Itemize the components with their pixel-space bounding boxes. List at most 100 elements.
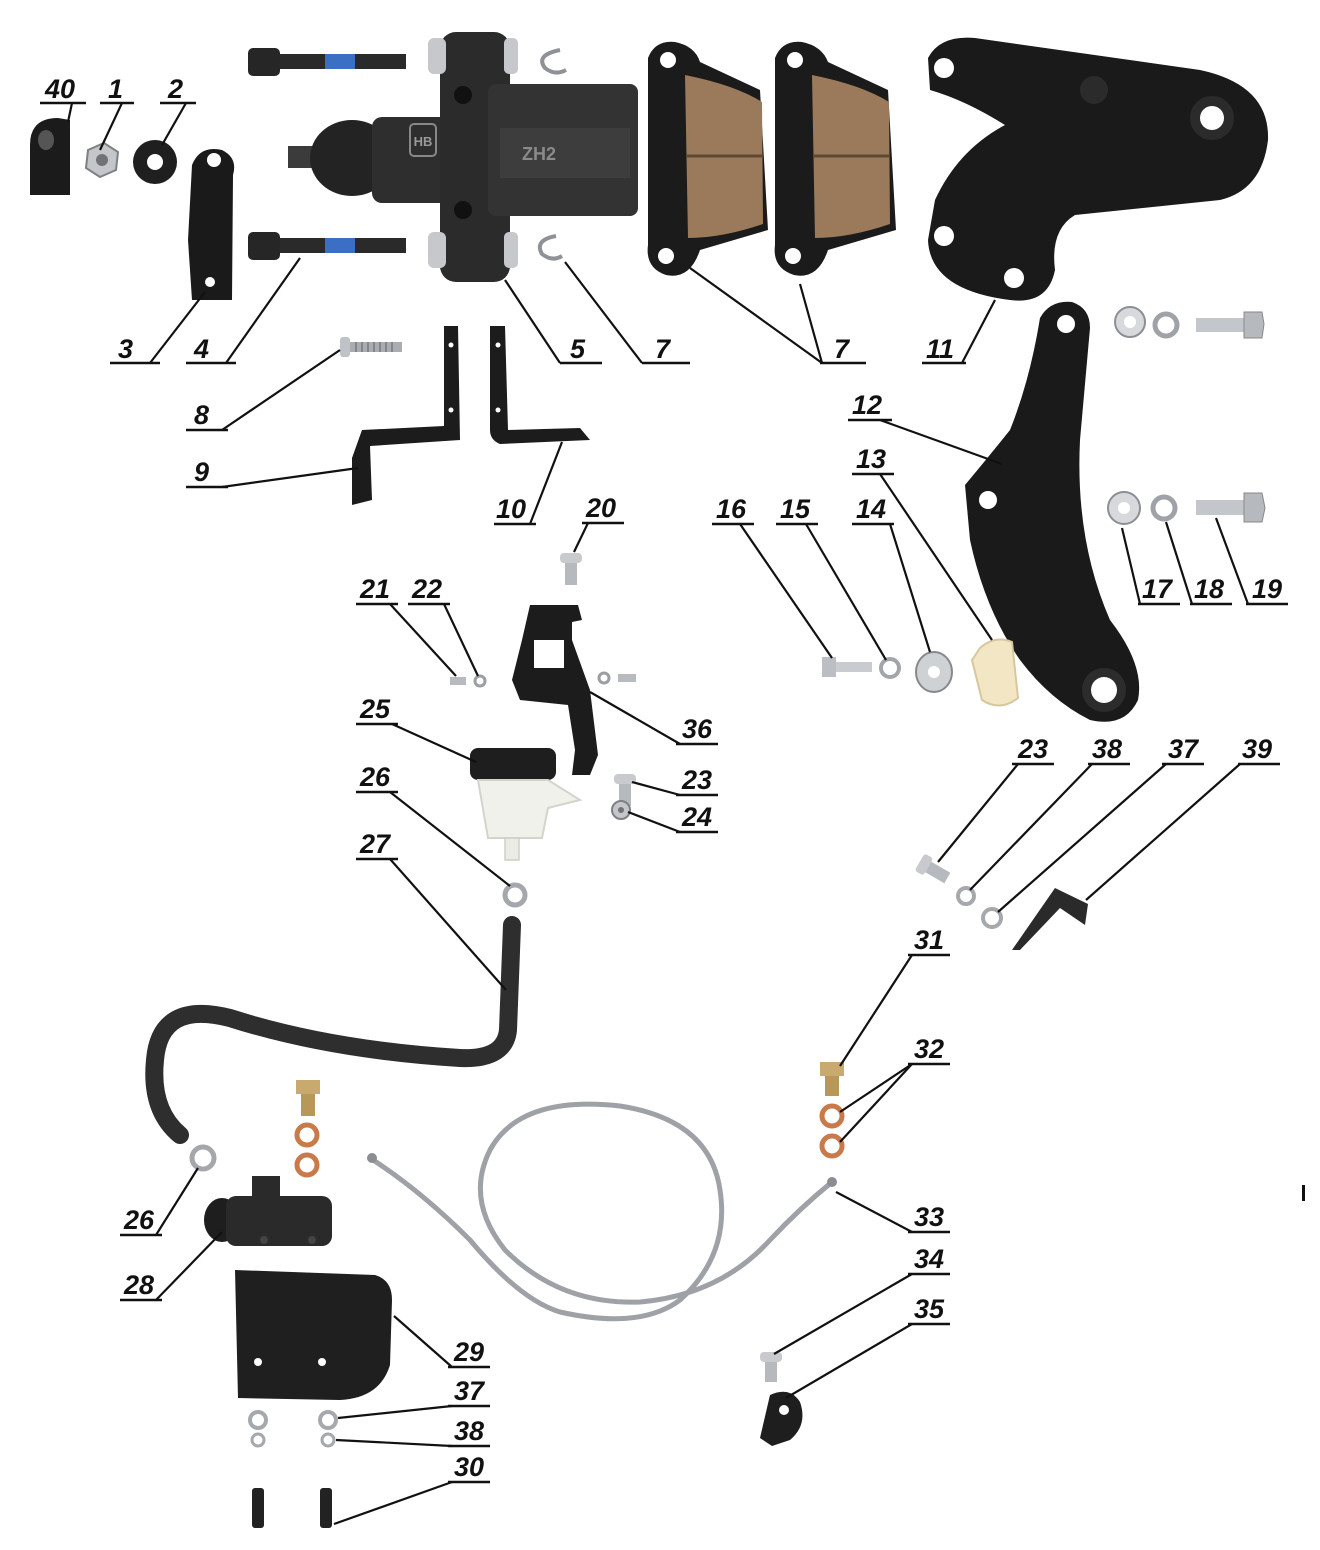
hex-bolt-part: [1196, 492, 1266, 523]
reservoir-bracket-screw-part: [560, 553, 582, 585]
callout-20: 20: [573, 493, 624, 553]
copper-washer-right-upper-part: [819, 1103, 845, 1129]
svg-text:34: 34: [914, 1244, 944, 1274]
washer-bottom-left-part: [248, 1410, 268, 1448]
callout-3: 3: [110, 291, 206, 365]
caliper-code-text: ZH2: [522, 144, 556, 164]
bolt-upper-part: [1196, 311, 1265, 339]
callout-36: 36: [589, 691, 718, 746]
callout-6: 5: [504, 279, 602, 365]
screw-right-group-part: [915, 854, 951, 884]
svg-text:2: 2: [167, 74, 183, 104]
callout-23-lower: 23: [937, 734, 1054, 863]
l-bracket-left-part: [352, 326, 460, 505]
svg-text:32: 32: [914, 1034, 944, 1064]
l-bracket-right-part: [490, 326, 590, 444]
svg-text:12: 12: [852, 390, 882, 420]
thick-washer-part: [915, 651, 953, 693]
callout-32: 32: [839, 1034, 950, 1143]
braided-brake-line-part: [367, 1101, 837, 1322]
callout-24: 24: [627, 802, 718, 834]
angle-bracket-part: [1012, 888, 1088, 950]
svg-text:29: 29: [453, 1337, 484, 1367]
svg-text:38: 38: [1092, 734, 1122, 764]
callout-35: 35: [785, 1294, 950, 1399]
svg-text:30: 30: [454, 1452, 484, 1482]
svg-text:33: 33: [914, 1202, 944, 1232]
callout-9: 9: [186, 457, 359, 489]
copper-washer-right-lower-part: [819, 1133, 845, 1159]
cover-pin-left-part: [252, 1488, 264, 1528]
cylinder-cover-part: [235, 1270, 392, 1400]
retaining-clip-lower-part: [537, 234, 564, 261]
callout-27: 27: [356, 829, 507, 991]
callout-17: 17: [1120, 527, 1180, 606]
small-screw-part: [450, 677, 466, 685]
svg-text:15: 15: [780, 494, 811, 524]
callout-10: 10: [494, 441, 564, 526]
callout-18: 18: [1164, 521, 1232, 606]
svg-text:13: 13: [856, 444, 886, 474]
callout-38-upper: 38: [969, 734, 1130, 891]
master-cylinder-part: [204, 1176, 332, 1246]
callout-40: 40: [40, 74, 86, 123]
copper-washer-left-upper-part: [294, 1122, 320, 1148]
callout-21: 21: [356, 574, 457, 677]
svg-text:35: 35: [914, 1294, 945, 1324]
svg-text:23: 23: [1017, 734, 1048, 764]
reservoir-bracket-part: [512, 605, 598, 775]
banjo-bolt-left-part: [296, 1080, 320, 1116]
svg-text:18: 18: [1194, 574, 1224, 604]
callout-1: 1: [99, 74, 134, 151]
caliper-logo-text: HB: [414, 134, 433, 149]
callout-33: 33: [835, 1191, 950, 1234]
dust-cap-part: [30, 118, 70, 195]
callout-16: 16: [712, 494, 833, 659]
callout-30: 30: [333, 1452, 490, 1526]
washer-bottom-right-part: [318, 1410, 338, 1448]
callout-7: 7: [689, 267, 866, 365]
svg-text:25: 25: [359, 694, 391, 724]
callout-23-upper: 23: [631, 765, 718, 797]
spring-washer-part: [1150, 494, 1178, 522]
svg-text:11: 11: [926, 334, 954, 364]
small-bolt-part: [822, 657, 872, 677]
svg-text:8: 8: [194, 400, 209, 430]
svg-text:26: 26: [123, 1205, 155, 1235]
brake-pad-left-part: [647, 41, 768, 276]
retaining-clip-upper-part: [540, 48, 567, 75]
washer-right-group-b-part: [981, 907, 1003, 929]
callout-37-lower: 37: [337, 1376, 490, 1420]
caliper-mount-bracket-part: [928, 37, 1269, 301]
svg-text:20: 20: [585, 493, 616, 523]
svg-text:5: 5: [570, 334, 586, 364]
svg-text:26: 26: [359, 762, 391, 792]
washer-upper-spring-part: [1152, 311, 1180, 339]
edge-mark: [1302, 1185, 1305, 1201]
callout-14: 14: [852, 494, 932, 653]
washer-right-group-a-part: [956, 886, 976, 906]
svg-text:7: 7: [655, 334, 672, 364]
callout-34: 34: [773, 1244, 950, 1355]
callout-37-upper: 37: [997, 734, 1204, 913]
svg-text:39: 39: [1242, 734, 1272, 764]
svg-text:37: 37: [454, 1376, 486, 1406]
svg-text:31: 31: [914, 925, 944, 955]
callout-2: 2: [160, 74, 196, 146]
svg-text:19: 19: [1252, 574, 1282, 604]
screw-part: [340, 337, 402, 357]
svg-text:27: 27: [359, 829, 392, 859]
svg-text:4: 4: [193, 334, 209, 364]
washer-upper-flat-part: [1114, 306, 1146, 338]
svg-text:21: 21: [359, 574, 390, 604]
svg-text:38: 38: [454, 1416, 484, 1446]
nut-part: [84, 141, 120, 179]
banjo-bolt-right-part: [820, 1062, 844, 1096]
screw-washer-pair-part: [597, 671, 636, 685]
callout-19: 19: [1214, 517, 1288, 606]
callout-15: 15: [776, 494, 887, 661]
reservoir-hose-part: [145, 916, 521, 1144]
svg-text:28: 28: [123, 1270, 154, 1300]
svg-text:1: 1: [108, 74, 123, 104]
